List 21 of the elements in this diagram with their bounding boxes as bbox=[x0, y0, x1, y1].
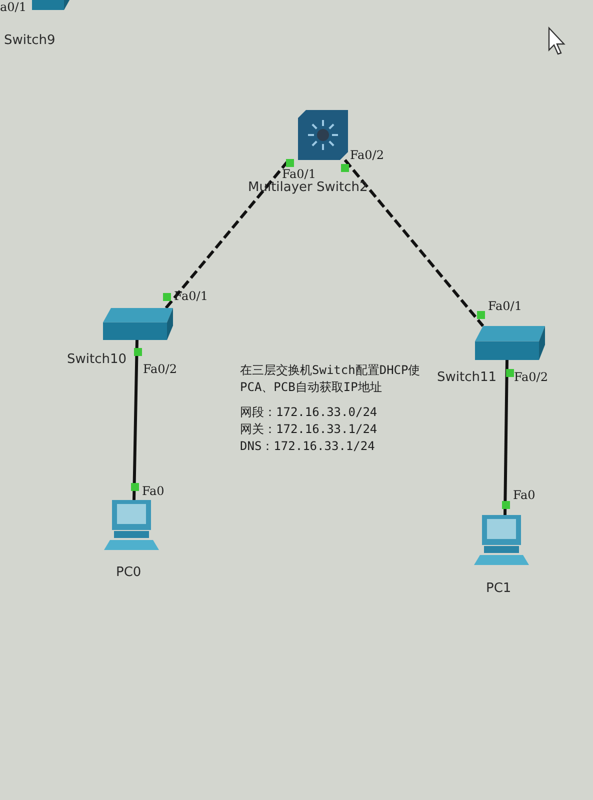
note-text: 在三层交换机Switch配置DHCP使PCA、PCB自动获取IP地址 bbox=[240, 362, 422, 396]
port-label: Fa0/2 bbox=[350, 148, 384, 162]
note-text: 网关：172.16.33.1/24 bbox=[240, 421, 378, 438]
cable-line bbox=[504, 360, 508, 516]
port-label: Fa0 bbox=[513, 488, 536, 502]
port-label: a0/1 bbox=[0, 0, 26, 14]
port-label: Fa0 bbox=[142, 484, 164, 498]
cable-line bbox=[344, 159, 484, 327]
device-name: Multilayer Switch2 bbox=[248, 180, 368, 195]
port-label: Fa0/1 bbox=[488, 299, 522, 313]
device-name: Switch11 bbox=[437, 370, 497, 385]
port-label: Fa0/2 bbox=[143, 362, 177, 376]
port-label: Fa0/2 bbox=[514, 370, 548, 384]
port-label: Fa0/1 bbox=[282, 167, 316, 181]
note-text: 网段：172.16.33.0/24 bbox=[240, 404, 378, 421]
cable-line bbox=[132, 340, 138, 500]
device-name: PC0 bbox=[116, 565, 142, 580]
note-text: DNS：172.16.33.1/24 bbox=[240, 438, 375, 455]
device-name: Switch10 bbox=[67, 352, 127, 367]
device-name: PC1 bbox=[486, 581, 512, 596]
device-name: Switch9 bbox=[4, 33, 56, 48]
